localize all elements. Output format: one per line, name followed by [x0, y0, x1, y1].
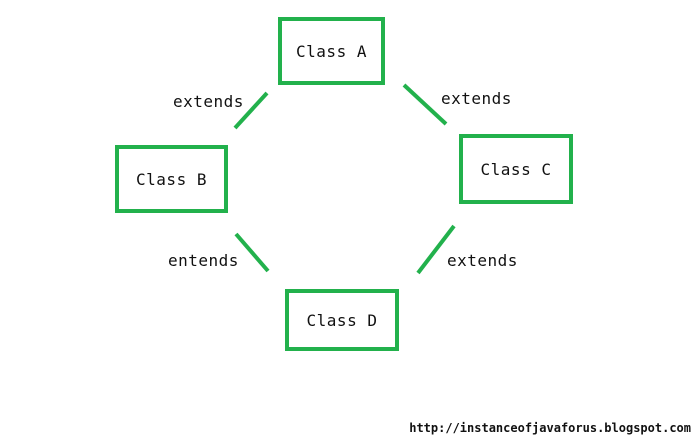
edge-label-a-b: extends — [173, 92, 244, 111]
class-a-node: Class A — [278, 17, 385, 85]
class-c-node: Class C — [459, 134, 573, 204]
class-b-node: Class B — [115, 145, 228, 213]
class-a-label: Class A — [296, 41, 367, 61]
connector-a-c — [402, 83, 448, 126]
connector-c-d — [416, 224, 456, 275]
edge-label-b-d: entends — [168, 251, 239, 270]
connector-a-b — [233, 91, 269, 130]
class-d-node: Class D — [285, 289, 399, 351]
edge-label-c-d: extends — [447, 251, 518, 270]
edge-label-a-c: extends — [441, 89, 512, 108]
class-b-label: Class B — [136, 169, 207, 189]
class-d-label: Class D — [306, 310, 378, 330]
connector-b-d — [234, 232, 270, 273]
class-c-label: Class C — [480, 159, 552, 179]
source-url: http://instanceofjavaforus.blogspot.com — [409, 421, 691, 435]
